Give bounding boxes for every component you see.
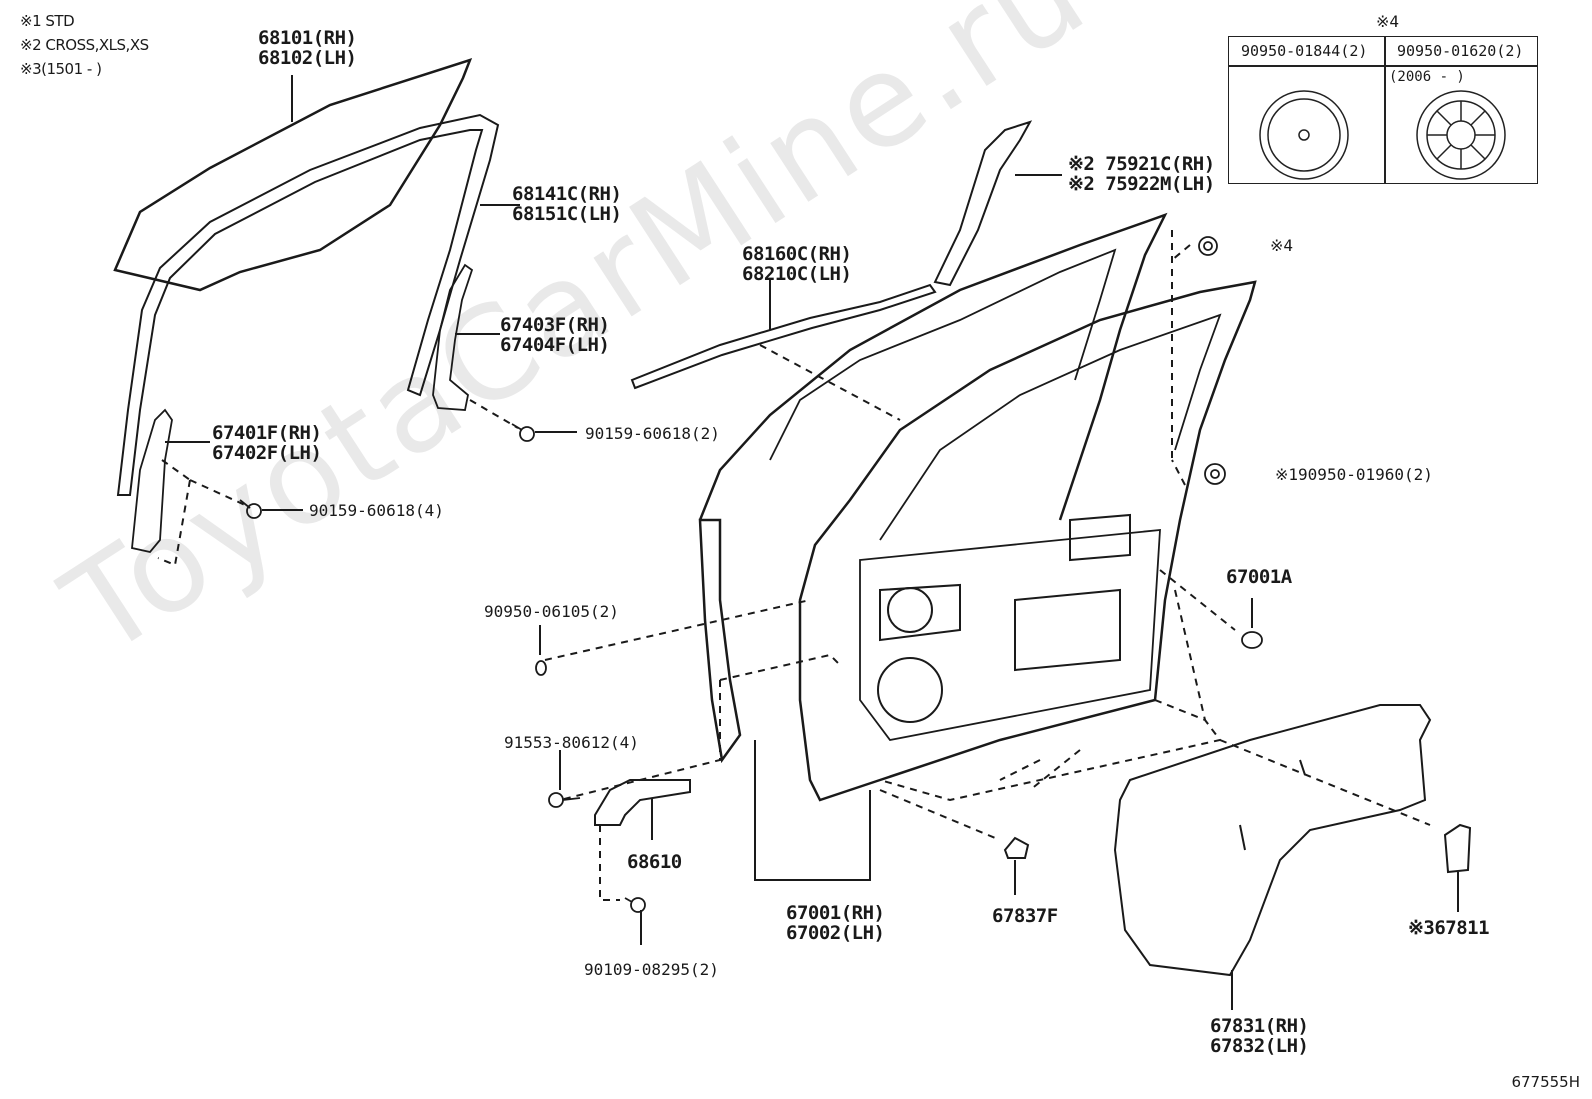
- ref-table-title: ※4: [1376, 12, 1400, 31]
- belt-weatherstrip: [630, 283, 937, 390]
- door-glass: [113, 58, 473, 292]
- door-check: [594, 779, 691, 826]
- note-1: ※1 STD: [20, 12, 75, 30]
- label-clip: ※190950-01960(2): [1275, 465, 1433, 484]
- door-inner-panel: [798, 280, 1257, 802]
- clip-icon: [1204, 463, 1226, 485]
- ref-col2-note: (2006 - ): [1389, 69, 1465, 85]
- cap-icon: [1241, 631, 1263, 649]
- label-glass: 68101(RH)68102(LH): [258, 27, 357, 69]
- run-channel: [116, 113, 500, 496]
- plug-solid-icon: [1259, 90, 1349, 180]
- label-garnish: ※2 75921C(RH)※2 75922M(LH): [1068, 153, 1215, 195]
- plug-icon: [535, 660, 547, 676]
- frame-garnish: [933, 120, 1033, 287]
- label-bolt-4: 90159-60618(4): [309, 501, 444, 520]
- label-bolt-2: 90159-60618(2): [585, 424, 720, 443]
- ref-col1-part: 90950-01844(2): [1241, 42, 1368, 60]
- label-check-assy: 68610: [627, 851, 682, 873]
- clip-icon: [1198, 236, 1218, 256]
- label-front-channel: 67401F(RH)67402F(LH): [212, 422, 322, 464]
- note-2: ※2 CROSS,XLS,XS: [20, 36, 149, 54]
- screw-icon: [548, 792, 581, 808]
- rear-channel: [432, 263, 474, 411]
- service-hole-cover: [1113, 704, 1432, 977]
- label-screw-check: 91553-80612(4): [504, 733, 639, 752]
- label-clip-trim: 67837F: [992, 905, 1058, 927]
- label-cap: 67001A: [1226, 566, 1292, 588]
- bolt-icon: [511, 423, 535, 442]
- label-weatherstrip: 68160C(RH)68210C(LH): [742, 243, 852, 285]
- bolt-icon: [239, 499, 262, 519]
- front-channel: [131, 408, 173, 553]
- label-service-hole-cover: 67831(RH)67832(LH): [1210, 1015, 1309, 1057]
- label-door-panel: 67001(RH)67002(LH): [786, 902, 885, 944]
- trim-clip: [1003, 836, 1030, 859]
- label-run-channel: 68141C(RH)68151C(LH): [512, 183, 622, 225]
- label-plug-small: 90950-06105(2): [484, 602, 619, 621]
- ref-col2-part: 90950-01620(2): [1397, 42, 1524, 60]
- label-plug-ref: ※4: [1270, 236, 1294, 255]
- drawing-id: 677555H: [1511, 1073, 1580, 1091]
- plug-vented-icon: [1416, 90, 1506, 180]
- cover-piece: [1443, 823, 1472, 874]
- label-rear-channel: 67403F(RH)67404F(LH): [500, 314, 610, 356]
- reference-table: 90950-01844(2) 90950-01620(2) (2006 - ): [1228, 36, 1538, 184]
- label-bolt-check: 90109-08295(2): [584, 960, 719, 979]
- bolt-icon: [624, 897, 646, 913]
- label-cover: ※367811: [1408, 917, 1490, 939]
- note-3: ※3(1501 - ): [20, 60, 102, 78]
- door-outer-panel: [698, 212, 1168, 764]
